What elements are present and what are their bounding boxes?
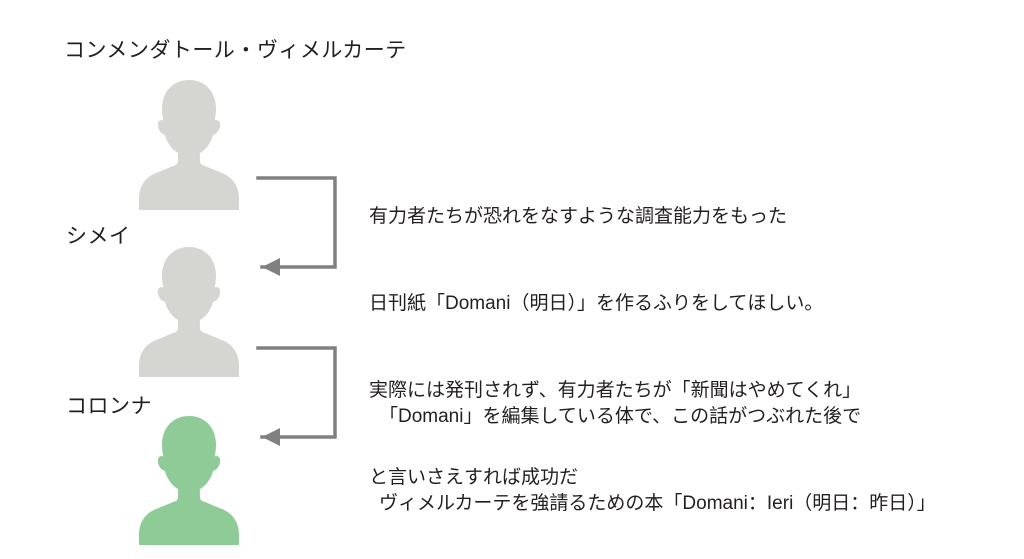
avatar-commendatore — [133, 78, 245, 210]
person-label-commendatore: コンメンダトール・ヴィメルカーテ — [64, 39, 407, 62]
note-line: 日刊紙「Domani（明日）」を作るふりをしてほしい。 — [369, 293, 824, 314]
note-line: 有力者たちが恐れをなすような調査能力をもった — [369, 206, 788, 227]
note-line: と言いさえすれば成功だ — [369, 467, 579, 488]
connector-shimei-to-colonna — [240, 342, 340, 446]
note-line: ヴィメルカーテを強請るための本「Domani：Ieri（明日：昨日）」 — [379, 493, 936, 514]
elbow-arrow-left-icon — [240, 342, 340, 446]
instruction-note-two: 「Domani」を編集している体で、この話がつぶれた後で ヴィメルカーテを強請る… — [379, 344, 936, 559]
avatar-shimei — [133, 245, 245, 377]
person-label-shimei: シメイ — [66, 225, 131, 248]
avatar-colonna — [133, 414, 245, 545]
person-label-colonna: コロンナ — [66, 395, 152, 418]
person-silhouette-icon — [133, 245, 245, 377]
connector-commendatore-to-shimei — [240, 172, 340, 276]
note-line: 「Domani」を編集している体で、この話がつぶれた後で — [379, 406, 862, 427]
instruction-note-one: 有力者たちが恐れをなすような調査能力をもった 日刊紙「Domani（明日）」を作… — [369, 144, 861, 550]
elbow-arrow-left-icon — [240, 172, 340, 276]
person-silhouette-icon — [133, 414, 245, 545]
note-line: 実際には発刊されず、有力者たちが「新聞はやめてくれ」 — [369, 380, 862, 401]
person-silhouette-icon — [133, 78, 245, 210]
